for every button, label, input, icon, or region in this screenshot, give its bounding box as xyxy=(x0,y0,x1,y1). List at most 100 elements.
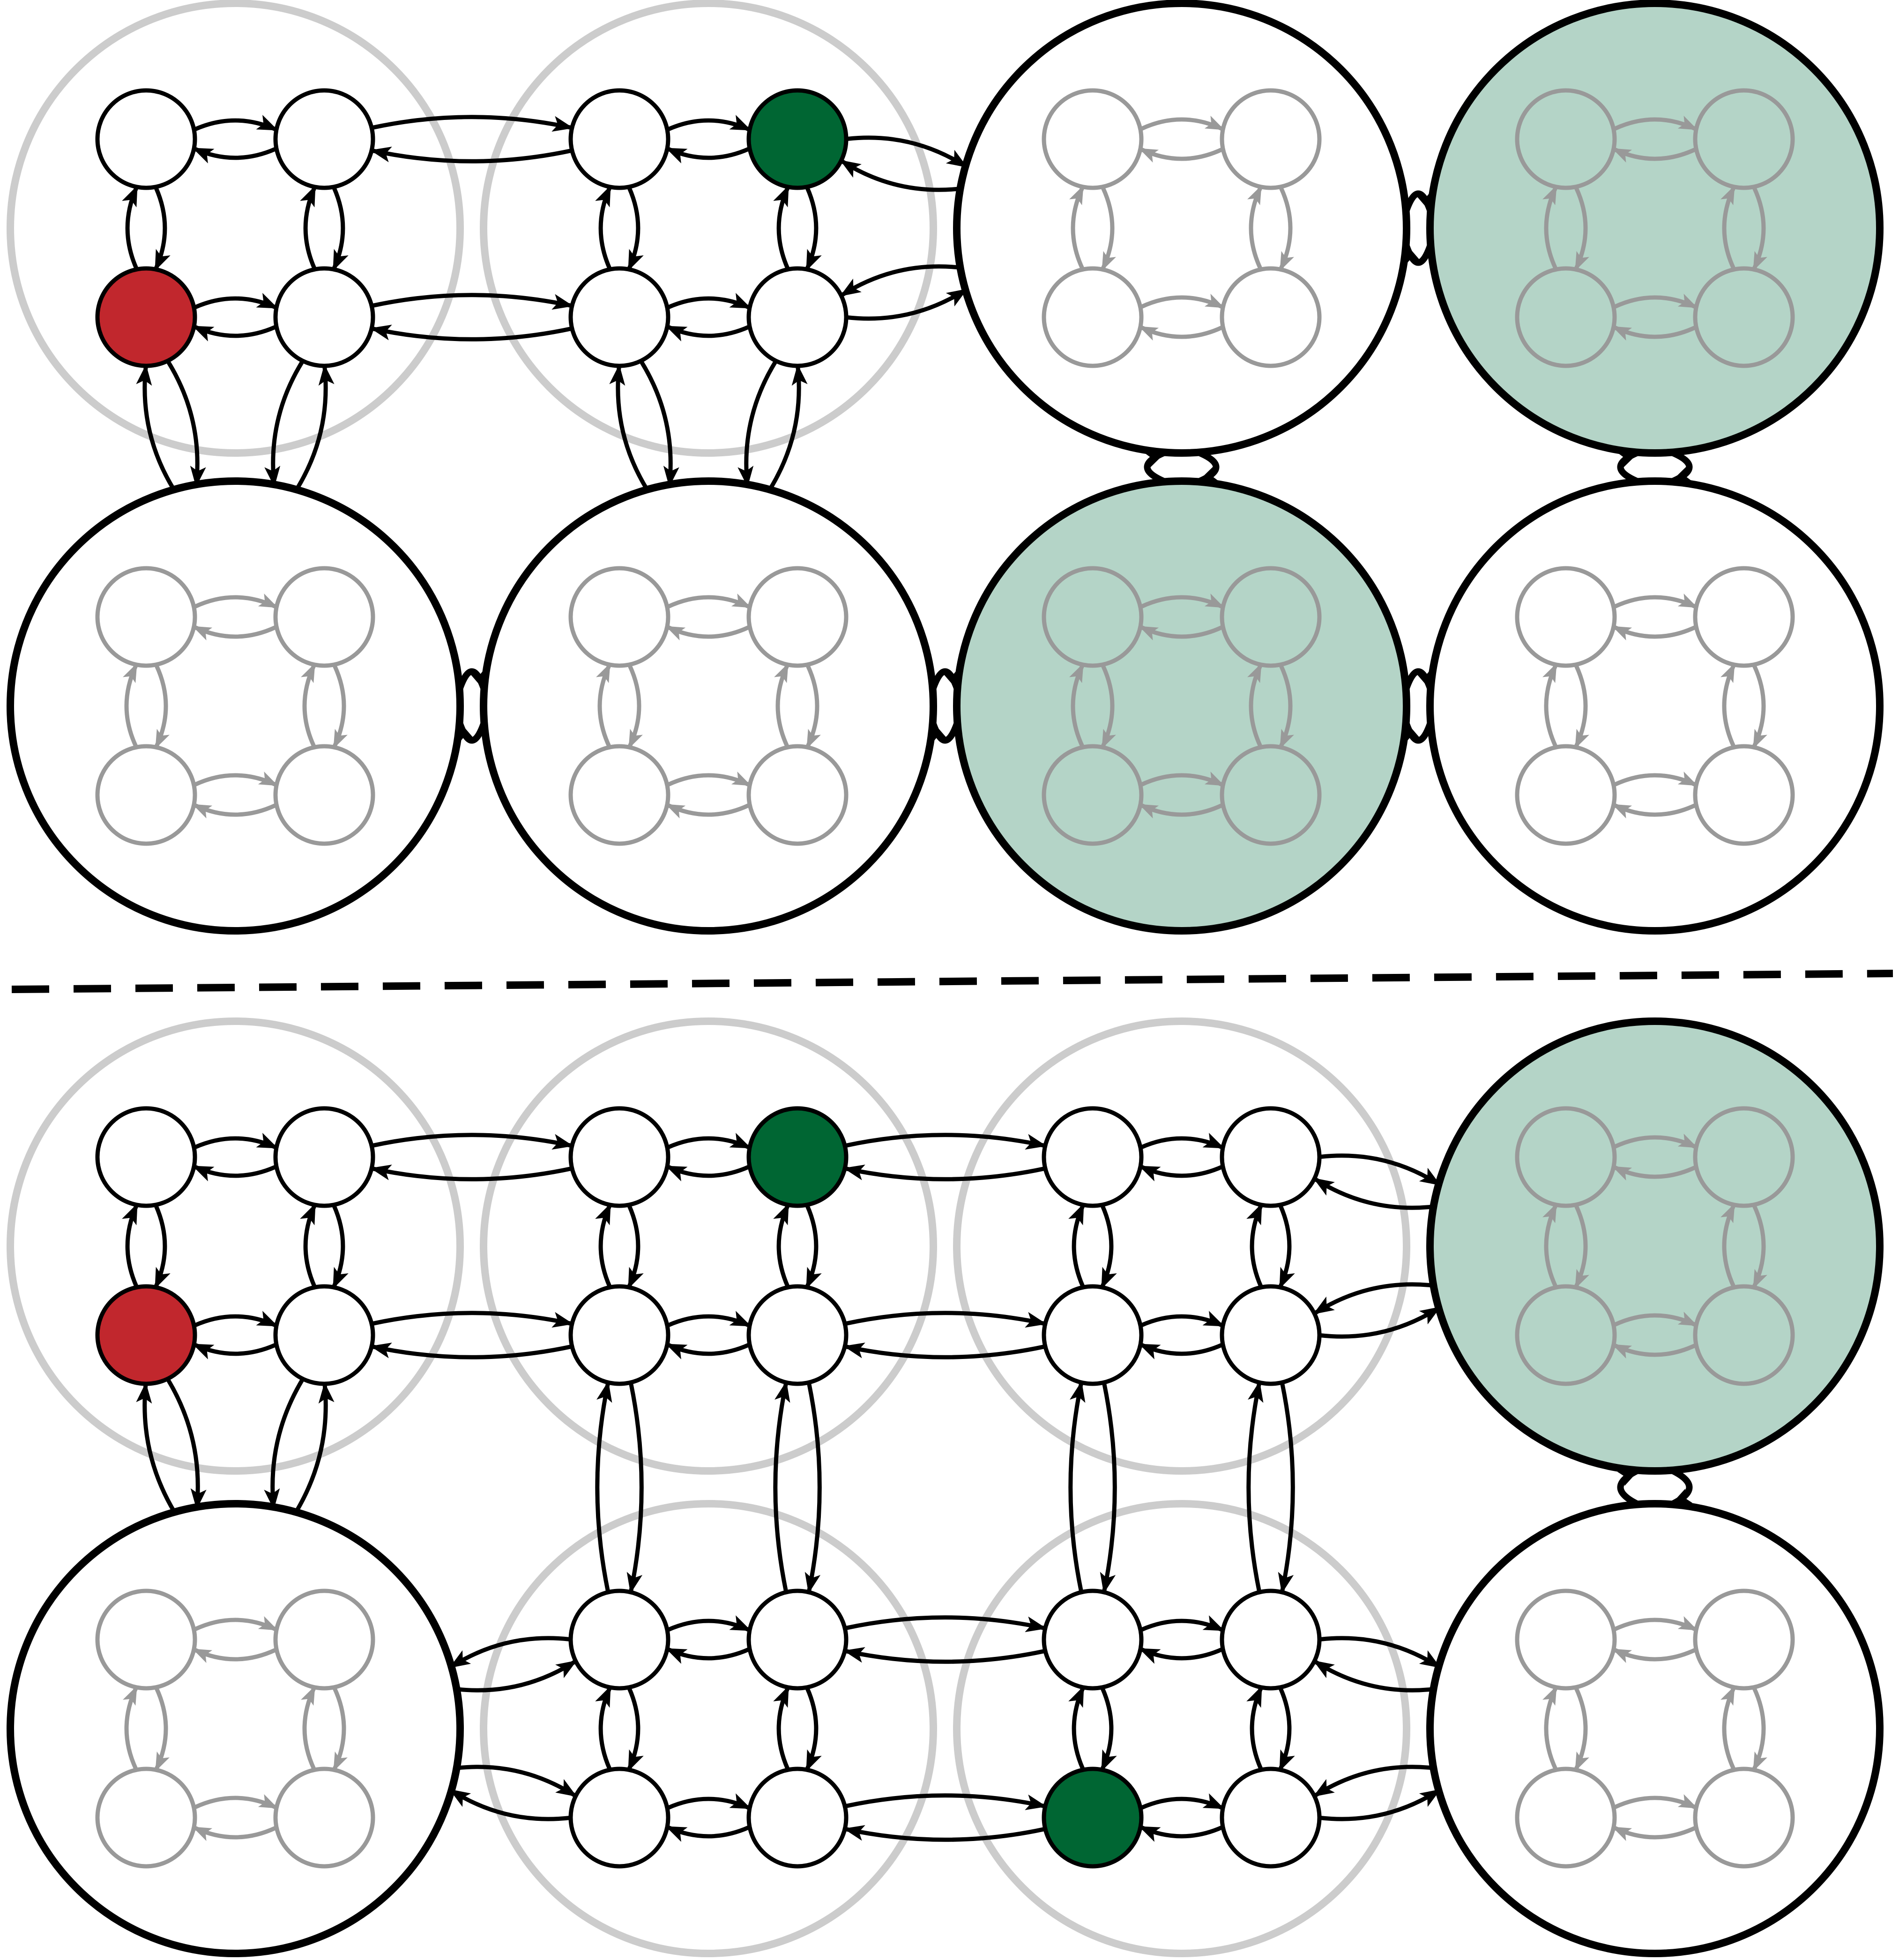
top-panel-node-edge-backward xyxy=(773,185,790,269)
bottom-panel-inner-edge-backward xyxy=(1612,1165,1696,1180)
bottom-panel-inner-edge-forward xyxy=(194,1794,278,1810)
top-panel-inner-edge-backward xyxy=(774,663,789,747)
top-panel-cross-edge-backward xyxy=(370,147,571,163)
bottom-panel-graph-node xyxy=(1220,1767,1322,1869)
top-panel-inner-edge-forward xyxy=(1140,772,1225,787)
top-panel-inner-edge-forward xyxy=(194,594,278,609)
bottom-panel-node-edge-backward xyxy=(1139,1343,1223,1359)
bottom-panel-node-edge-backward xyxy=(1068,1203,1085,1287)
top-panel-inner-ghost-node xyxy=(746,566,849,668)
top-panel-inner-ghost-node xyxy=(1042,266,1144,368)
top-panel-node-edge-forward xyxy=(667,293,752,310)
top-panel-inner-edge-forward xyxy=(1140,116,1225,131)
top-panel-inner-edge-forward xyxy=(1614,594,1698,609)
top-panel-inner-edge-forward xyxy=(1614,772,1698,787)
top-panel-node-to-cluster-edge-backward xyxy=(295,364,335,490)
top-panel-inner-edge-forward xyxy=(1614,116,1698,131)
bottom-panel-cross-edge-forward xyxy=(1100,1383,1117,1594)
bottom-panel-node-edge-forward xyxy=(667,1793,752,1810)
top-panel-node-edge-backward xyxy=(122,185,139,269)
bottom-panel-cross-edge-backward xyxy=(1246,1381,1264,1591)
bottom-panel-node-edge-backward xyxy=(773,1685,790,1770)
bottom-panel-node-edge-backward xyxy=(665,1165,750,1181)
top-panel-node-edge-backward xyxy=(665,147,750,163)
bottom-panel-node-edge-backward xyxy=(665,1343,750,1359)
bottom-panel-expanded-cluster-outline xyxy=(480,1017,937,1475)
bottom-panel-inner-edge-backward xyxy=(1612,1343,1696,1359)
bottom-panel-graph-node xyxy=(746,1589,849,1691)
bottom-panel-cluster-edge-forward xyxy=(1670,1468,1693,1507)
top-panel-inner-ghost-node xyxy=(1220,88,1322,190)
bottom-panel-node-edge-forward xyxy=(1100,1205,1117,1289)
bottom-panel-inner-ghost-node xyxy=(1515,1106,1617,1208)
bottom-panel-inner-edge-backward xyxy=(192,1826,276,1841)
bottom-panel-node-edge-forward xyxy=(1278,1687,1295,1772)
top-panel-inner-edge-backward xyxy=(1612,625,1696,640)
bottom-panel-cluster-to-node-edge-backward xyxy=(449,1636,570,1669)
bottom-panel-inner-edge-backward xyxy=(1612,1826,1696,1841)
bottom-panel-node-edge-backward xyxy=(1068,1685,1085,1770)
bottom-panel-inner-ghost-node xyxy=(273,1589,375,1691)
bottom-panel-node-edge-backward xyxy=(1139,1165,1223,1181)
bottom-panel-node-edge-backward xyxy=(665,1647,750,1664)
bottom-panel-node-to-cluster-edge-backward xyxy=(1313,1660,1434,1693)
bottom-panel-inner-edge-forward xyxy=(1752,1205,1767,1289)
top-panel-inner-ghost-node xyxy=(1693,88,1795,190)
bottom-panel-inner-edge-forward xyxy=(154,1687,170,1772)
top-panel-inner-edge-backward xyxy=(1247,663,1263,747)
top-panel-start-node xyxy=(95,266,197,368)
top-panel-inner-ghost-node xyxy=(1515,744,1617,846)
top-panel-cluster-edge-backward xyxy=(1403,243,1433,266)
top-panel-inner-edge-backward xyxy=(1542,663,1558,747)
bottom-panel-cross-edge-backward xyxy=(595,1381,612,1591)
top-panel-node-to-cluster-edge-backward xyxy=(609,364,649,490)
cluster-outline-layer xyxy=(7,0,1884,1957)
bottom-panel-collapsed-cluster xyxy=(7,1500,464,1957)
bottom-panel-cross-edge-backward xyxy=(370,1165,571,1181)
bottom-panel-graph-node xyxy=(746,1767,849,1869)
bottom-panel-inner-ghost-node xyxy=(95,1767,197,1869)
bottom-panel-inner-edge-forward xyxy=(1574,1205,1589,1289)
bottom-panel-cluster-to-node-edge-backward xyxy=(449,1789,570,1821)
bottom-panel-graph-node xyxy=(568,1106,670,1208)
top-panel-inner-ghost-node xyxy=(1515,266,1617,368)
bottom-panel-inner-edge-forward xyxy=(1614,1616,1698,1632)
bottom-panel-node-to-cluster-edge-backward xyxy=(1313,1765,1434,1797)
bottom-panel-node-to-cluster-edge-forward xyxy=(1320,1306,1441,1339)
bottom-panel-inner-ghost-node xyxy=(1693,1767,1795,1869)
bottom-panel-node-to-cluster-edge-forward xyxy=(1320,1789,1441,1821)
top-panel-inner-edge-backward xyxy=(1612,803,1696,818)
top-panel-node-edge-forward xyxy=(194,115,278,132)
bottom-panel-graph-node xyxy=(1220,1106,1322,1208)
top-panel-cluster-edge-backward xyxy=(930,721,960,744)
top-panel-inner-edge-forward xyxy=(667,594,752,609)
top-panel-inner-edge-backward xyxy=(665,803,750,818)
top-panel-inner-edge-backward xyxy=(301,663,316,747)
bottom-panel-node-edge-backward xyxy=(595,1685,612,1770)
bottom-panel-node-edge-forward xyxy=(627,1205,644,1289)
bottom-panel-graph-node xyxy=(568,1589,670,1691)
bottom-panel-cross-edge-forward xyxy=(1278,1383,1295,1594)
top-panel-node-edge-backward xyxy=(192,325,276,342)
top-panel-inner-ghost-node xyxy=(273,566,375,668)
top-panel-collapsed-cluster xyxy=(7,477,464,935)
top-panel-node-to-cluster-edge-forward xyxy=(847,135,968,168)
top-panel-cluster-edge-forward xyxy=(1670,450,1693,484)
top-panel-inner-edge-backward xyxy=(192,625,276,640)
top-panel-cluster-edge-backward xyxy=(457,721,487,744)
bottom-panel-node-edge-backward xyxy=(122,1203,139,1287)
top-panel-inner-edge-forward xyxy=(1752,665,1767,749)
top-panel-graph-node xyxy=(273,266,375,368)
top-panel-inner-edge-backward xyxy=(665,625,750,640)
top-panel-collapsed-cluster xyxy=(1426,477,1884,935)
top-panel-inner-edge-backward xyxy=(192,803,276,818)
bottom-panel-node-edge-forward xyxy=(805,1687,822,1772)
bottom-panel-cluster-to-node-edge-forward xyxy=(456,1765,577,1797)
top-panel-cluster-edge-backward xyxy=(1144,450,1167,484)
bottom-panel-graph-node xyxy=(1220,1589,1322,1691)
bottom-panel-graph-node xyxy=(1042,1106,1144,1208)
top-panel-inner-ghost-node xyxy=(1515,566,1617,668)
top-panel-inner-ghost-node xyxy=(1220,566,1322,668)
top-panel-node-to-cluster-edge-forward xyxy=(264,361,304,487)
bottom-panel-node-edge-forward xyxy=(332,1205,349,1289)
